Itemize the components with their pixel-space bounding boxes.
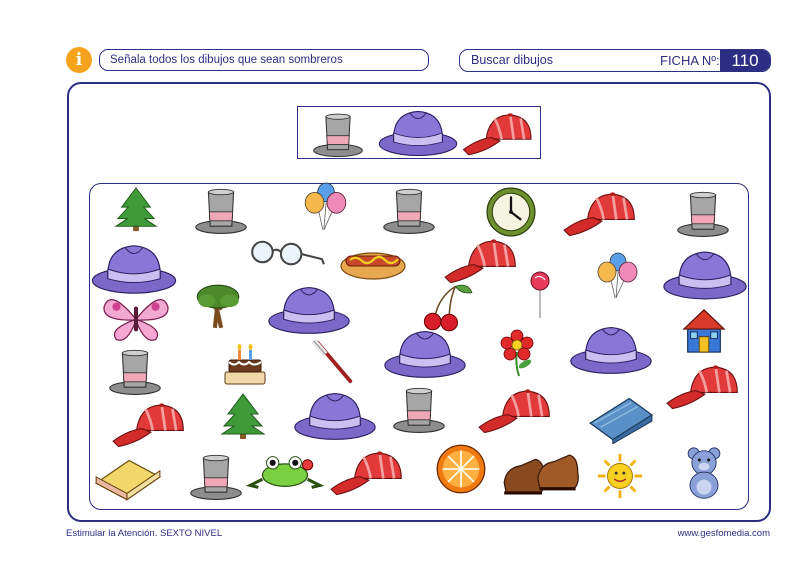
info-icon: i: [66, 47, 92, 73]
house-icon[interactable]: [680, 306, 728, 354]
sun-icon[interactable]: [596, 452, 644, 500]
toothbrush-icon[interactable]: [308, 334, 356, 388]
fedora-icon[interactable]: [382, 326, 468, 382]
shoes-icon[interactable]: [500, 446, 584, 500]
balloons-icon[interactable]: [593, 252, 643, 302]
footer-level: Estimular la Atención. SEXTO NIVEL: [66, 528, 223, 539]
cap-icon[interactable]: [108, 398, 192, 452]
sandwich-icon[interactable]: [92, 452, 164, 504]
glasses-icon[interactable]: [244, 236, 326, 268]
worksheet-frame: [67, 82, 771, 522]
balloons-icon[interactable]: [300, 182, 352, 234]
activity-title-box: Buscar dibujos FICHA Nº: 110: [459, 49, 771, 72]
butterfly-icon[interactable]: [100, 292, 172, 344]
flower-icon[interactable]: [497, 328, 537, 378]
top-hat-icon[interactable]: [381, 183, 437, 237]
fedora-icon[interactable]: [292, 388, 378, 444]
fedora-icon[interactable]: [266, 282, 352, 338]
cap-icon[interactable]: [662, 360, 746, 414]
fedora-icon[interactable]: [376, 106, 460, 160]
instruction-text: Señala todos los dibujos que sean sombre…: [110, 54, 343, 66]
cake-icon[interactable]: [220, 338, 270, 388]
cap-icon[interactable]: [326, 446, 410, 500]
instruction-box: Señala todos los dibujos que sean sombre…: [99, 49, 429, 71]
top-hat-icon[interactable]: [107, 344, 163, 398]
tree-icon[interactable]: [112, 186, 160, 234]
sample-box: [297, 106, 541, 159]
cherries-icon[interactable]: [412, 280, 474, 332]
frog-icon[interactable]: [244, 450, 326, 492]
cap-icon[interactable]: [559, 187, 643, 241]
cap-icon[interactable]: [474, 384, 558, 438]
footer-website[interactable]: www.gesfomedia.com: [677, 528, 770, 539]
towel-icon[interactable]: [584, 392, 656, 444]
pictures-grid: [89, 183, 749, 510]
clock-icon[interactable]: [485, 186, 537, 238]
sheet-label: FICHA Nº:: [660, 53, 720, 68]
orange-icon[interactable]: [434, 442, 488, 496]
activity-title: Buscar dibujos: [471, 53, 553, 67]
hotdog-icon[interactable]: [338, 240, 408, 284]
fedora-icon[interactable]: [568, 322, 654, 378]
lollipop-icon[interactable]: [525, 268, 555, 322]
fedora-icon[interactable]: [662, 246, 748, 304]
top-hat-icon[interactable]: [675, 186, 731, 240]
top-hat-icon[interactable]: [310, 108, 366, 160]
top-hat-icon[interactable]: [188, 449, 244, 503]
top-hat-icon[interactable]: [391, 382, 447, 436]
sheet-number: 110: [720, 50, 770, 71]
oak-tree-icon[interactable]: [192, 280, 244, 332]
cap-icon[interactable]: [457, 108, 541, 160]
teddy-bear-icon[interactable]: [680, 446, 728, 502]
fedora-icon[interactable]: [90, 240, 178, 298]
tree-icon[interactable]: [218, 392, 268, 442]
top-hat-icon[interactable]: [193, 183, 249, 237]
